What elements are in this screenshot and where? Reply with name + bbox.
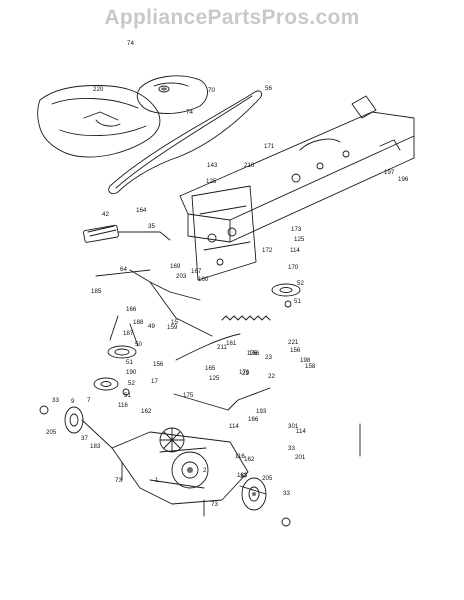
shift-rod-part: [173, 333, 271, 411]
part-label: 33: [288, 445, 295, 452]
axle-center-part: [187, 467, 193, 473]
part-label: 37: [81, 435, 88, 442]
part-label: 51: [124, 392, 131, 399]
tank-cap-part: [161, 87, 167, 91]
part-label: 170: [288, 264, 299, 271]
part-label: 114: [229, 423, 239, 430]
part-label: 156: [153, 361, 164, 368]
fuel-tank-part: [136, 75, 208, 114]
part-label: 23: [265, 354, 272, 361]
part-label: 176: [239, 369, 250, 376]
part-label: 188: [133, 319, 144, 326]
part-label: 51: [294, 298, 301, 305]
part-label: 50: [135, 341, 142, 348]
part-label: 216: [244, 162, 255, 169]
part-label: 175: [183, 392, 194, 399]
part-label: 185: [91, 288, 102, 295]
part-label: 125: [209, 375, 220, 382]
brake-pedal-part: [83, 224, 171, 243]
part-label: 9: [71, 398, 75, 405]
part-label: 33: [283, 490, 290, 497]
part-label: 197: [384, 169, 395, 176]
part-label: 74: [186, 109, 193, 116]
watermark: AppliancePartsPros.com: [104, 6, 360, 29]
part-label: 183: [237, 472, 248, 479]
part-label: 196: [398, 176, 409, 183]
idler-pulley-part: [93, 315, 139, 391]
part-label: 73: [115, 477, 122, 484]
part-label: 301: [288, 423, 299, 430]
part-label: 161: [226, 340, 237, 347]
part-label: 156: [290, 347, 301, 354]
part-label: 114: [296, 428, 306, 435]
part-label: 52: [128, 380, 135, 387]
part-label: 42: [102, 211, 109, 218]
part-label: 37: [240, 473, 247, 480]
fastener-part: [39, 300, 361, 527]
part-label: 198: [300, 357, 311, 364]
part-label: 176: [247, 350, 258, 357]
part-label: 211: [217, 344, 227, 351]
seat-part: [37, 85, 161, 158]
part-label: 35: [148, 223, 155, 230]
part-label: 162: [141, 408, 152, 415]
part-label: 220: [93, 86, 104, 93]
part-label: 172: [262, 247, 273, 254]
part-label: 205: [46, 429, 57, 436]
part-label: 52: [297, 280, 304, 287]
pulley-part: [271, 283, 301, 297]
part-label: 190: [126, 369, 137, 376]
part-label: 125: [294, 236, 305, 243]
part-label: 116: [118, 402, 128, 409]
part-label: 164: [136, 207, 147, 214]
part-label: 49: [148, 323, 155, 330]
part-label: 125: [206, 178, 217, 185]
part-label: 159: [167, 324, 178, 331]
hub-center-part: [252, 492, 256, 496]
part-label: 193: [256, 408, 267, 415]
part-label: 166: [249, 350, 260, 357]
wheel-hub-part: [64, 406, 267, 511]
part-label: 64: [120, 266, 127, 273]
part-label: 221: [288, 339, 299, 346]
part-label: 158: [305, 363, 316, 370]
part-label: 17: [151, 378, 158, 385]
part-label: 169: [170, 263, 181, 270]
part-label: 74: [127, 40, 134, 47]
chassis-frame-part: [179, 95, 415, 281]
part-label: 205: [262, 475, 273, 482]
part-label: 56: [265, 85, 272, 92]
part-label: 7: [87, 397, 91, 404]
linkage-rod-part: [95, 269, 213, 337]
part-label: 2: [203, 467, 207, 474]
part-label: 166: [126, 306, 137, 313]
part-label: 166: [248, 416, 259, 423]
part-label: 162: [244, 456, 255, 463]
part-label: 15: [171, 319, 178, 326]
part-label: 167: [191, 268, 202, 275]
part-label: 73: [211, 501, 218, 508]
part-label: 33: [52, 397, 59, 404]
part-label: 1: [155, 477, 159, 484]
part-label: 70: [208, 87, 215, 94]
part-label: 160: [198, 276, 209, 283]
part-label: 51: [126, 359, 133, 366]
part-label: 183: [90, 443, 101, 450]
spring-part: [221, 315, 271, 321]
part-label: 173: [291, 226, 302, 233]
part-label: 22: [242, 370, 249, 377]
part-label: 187: [123, 330, 134, 337]
part-label: 171: [264, 143, 275, 150]
part-label: 203: [176, 273, 187, 280]
part-label: 201: [295, 454, 306, 461]
part-label: 22: [268, 373, 275, 380]
part-label: 114: [290, 247, 300, 254]
part-label: 116: [235, 453, 245, 460]
drive-belt-part: [108, 90, 263, 195]
transaxle-part: [111, 427, 249, 505]
part-label: 165: [205, 365, 216, 372]
part-label: 143: [207, 162, 218, 169]
